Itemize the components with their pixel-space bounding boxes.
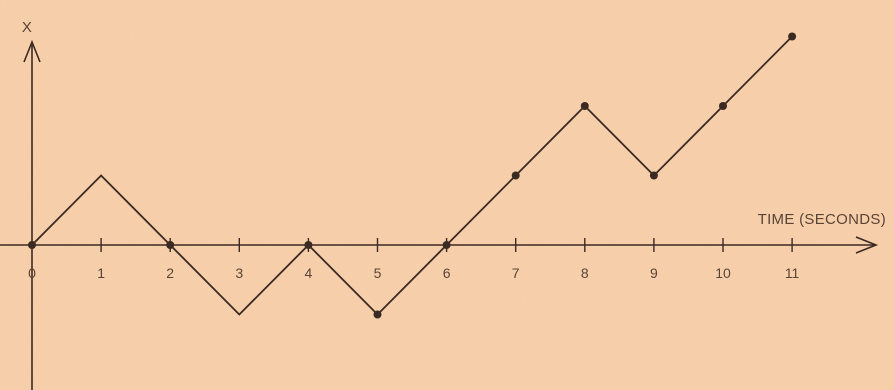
data-point [788, 32, 797, 41]
x-tick-label: 11 [785, 265, 800, 281]
x-tick-label: 8 [581, 265, 589, 281]
data-point [304, 241, 313, 249]
x-tick-label: 10 [715, 265, 731, 281]
data-point [719, 102, 727, 110]
x-tick-label: 5 [374, 265, 382, 281]
y-axis-label: X [22, 19, 32, 36]
x-tick-label: 0 [28, 265, 36, 281]
data-point [580, 102, 589, 110]
data-point [373, 310, 382, 319]
data-point [649, 171, 658, 180]
series-markers [28, 32, 797, 319]
data-point [511, 171, 520, 180]
series-line [31, 35, 793, 316]
x-tick-label: 7 [512, 265, 520, 281]
x-tick-label: 2 [166, 265, 174, 281]
x-tick-label: 1 [97, 265, 105, 281]
y-axis-arrow [23, 39, 41, 63]
data-point [28, 241, 36, 249]
x-tick-label: 6 [443, 265, 451, 281]
x-tick-labels: 0 1 2 3 4 5 6 7 8 9 10 11 [28, 265, 799, 281]
x-axis-arrow [855, 236, 879, 254]
x-tick-label: 4 [305, 265, 313, 281]
data-point [442, 241, 451, 249]
x-tick-label: 3 [235, 265, 243, 281]
x-axis-label: TIME (SECONDS) [758, 211, 886, 228]
x-tick-label: 9 [650, 265, 658, 281]
data-point [166, 241, 175, 249]
